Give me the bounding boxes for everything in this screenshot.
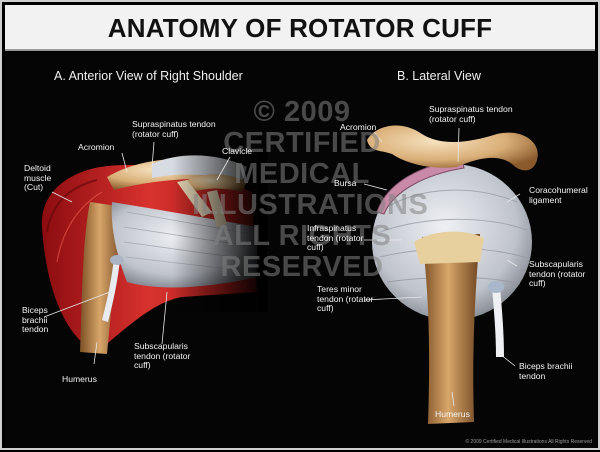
humerus-lateral: [422, 234, 480, 424]
copyright-watermark: © 2009 CERTIFIED MEDICAL ILLUSTRATIONS A…: [192, 96, 429, 283]
label-subscapularis-anterior: Subscapularis tendon (rotator cuff): [134, 341, 191, 371]
label-subscapularis-lateral: Subscapularis tendon (rotator cuff): [529, 259, 586, 289]
biceps-tendon-lateral: [492, 287, 504, 357]
acromion-lateral: [367, 125, 538, 171]
anterior-subtitle: A. Anterior View of Right Shoulder: [54, 69, 243, 83]
title-bar: ANATOMY OF ROTATOR CUFF: [5, 5, 595, 51]
label-humerus-anterior: Humerus: [62, 374, 97, 384]
label-teres-minor: Teres minor tendon (rotator cuff): [317, 284, 374, 314]
label-bursa: Bursa: [334, 178, 357, 188]
lateral-view-drawing: [367, 125, 538, 424]
biceps-tendon-anterior: [102, 257, 120, 322]
label-supraspinatus-anterior: Supraspinatus tendon (rotator cuff): [132, 119, 216, 139]
label-acromion-lateral: Acromion: [340, 122, 377, 132]
label-deltoid: Deltoid muscle (Cut): [24, 163, 52, 193]
label-infraspinatus: Infraspinatus tendon (rotator cuff): [307, 223, 364, 253]
label-supraspinatus-lateral: Supraspinatus tendon (rotator cuff): [429, 104, 513, 124]
lateral-subtitle: B. Lateral View: [397, 69, 481, 83]
anterior-view-drawing: [41, 152, 267, 354]
label-clavicle: Clavicle: [222, 146, 253, 156]
label-coracohumeral: Coracohumeral ligament: [529, 185, 588, 205]
label-humerus-lateral: Humerus: [435, 409, 470, 419]
label-biceps-anterior: Biceps brachii tendon: [22, 305, 49, 335]
copyright-footer: © 2009 Certified Medical Illustrations A…: [465, 439, 592, 445]
page-title: ANATOMY OF ROTATOR CUFF: [107, 13, 493, 43]
humerus-anterior: [80, 202, 124, 354]
leader-lines: [43, 127, 521, 407]
label-biceps-lateral: Biceps brachii tendon: [519, 361, 573, 381]
label-acromion-anterior: Acromion: [78, 142, 115, 152]
